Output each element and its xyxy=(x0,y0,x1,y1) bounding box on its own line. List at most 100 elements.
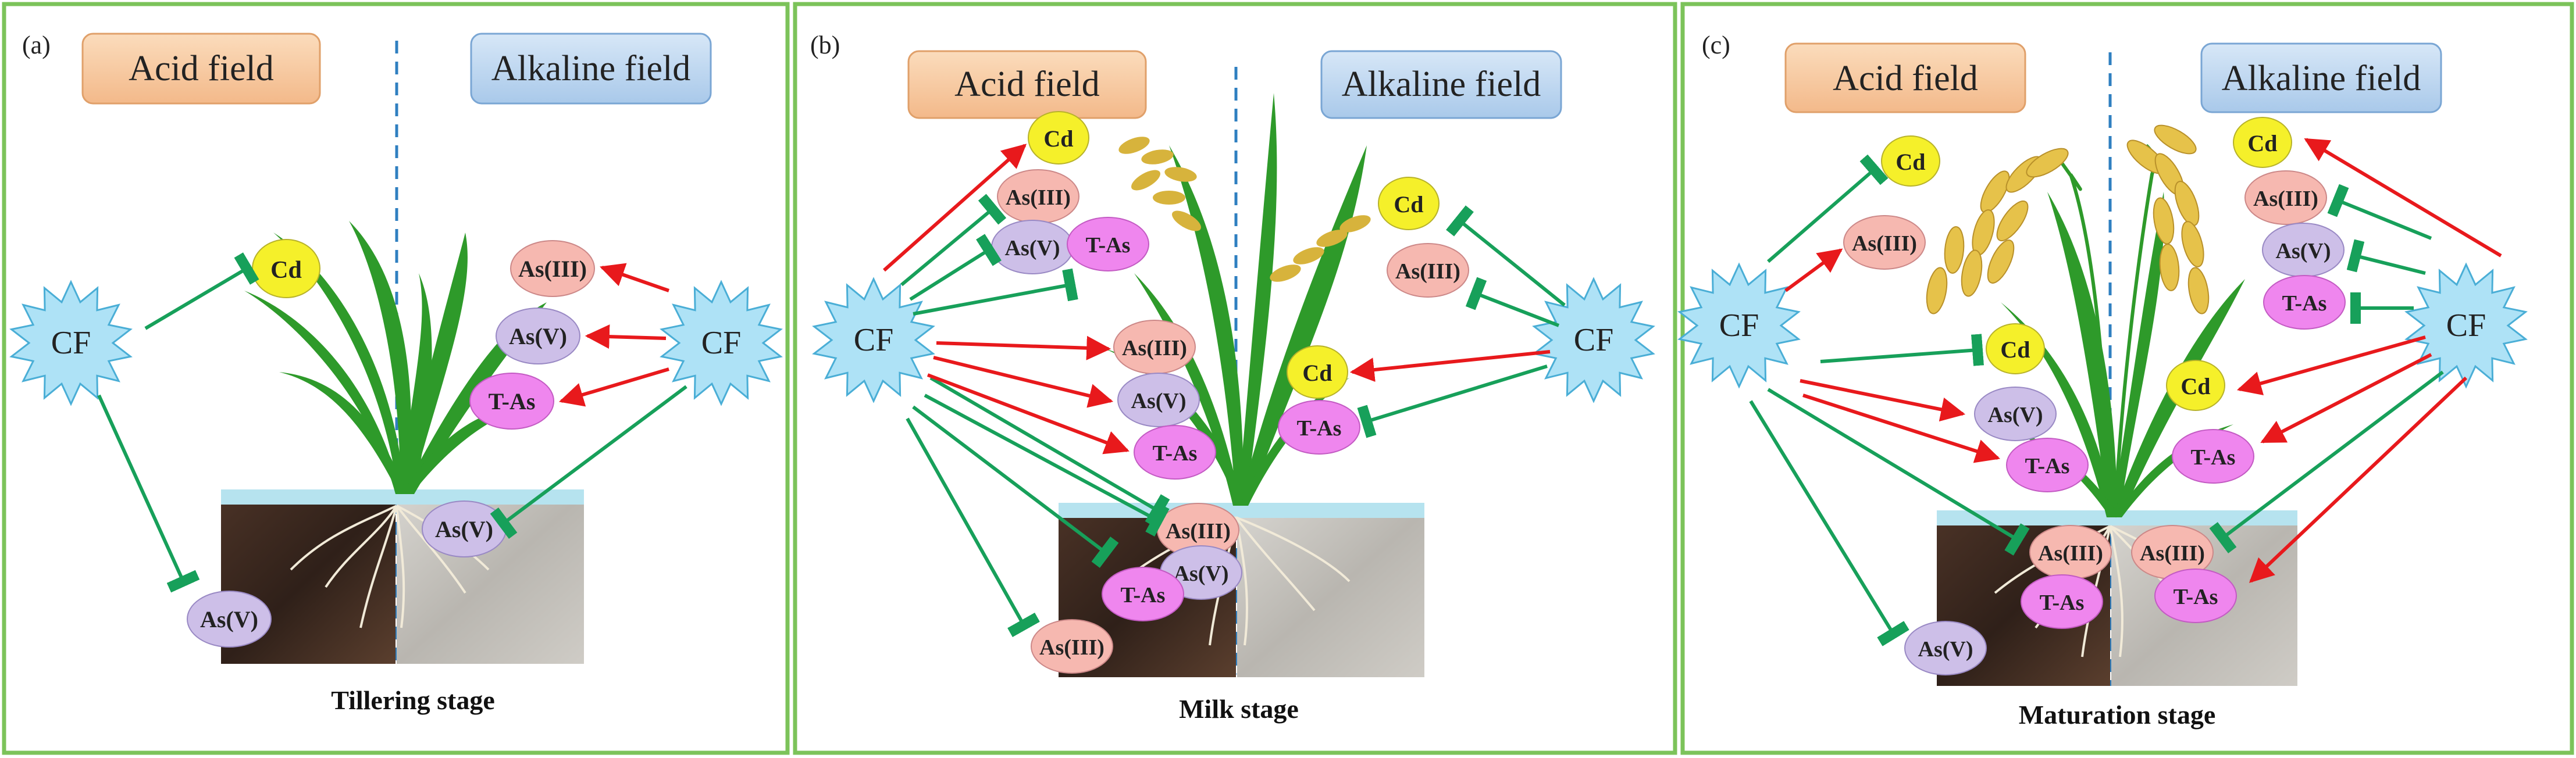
svg-text:Cd: Cd xyxy=(2180,373,2210,399)
acid-field-label: Acid field xyxy=(129,49,274,88)
svg-text:As(III): As(III) xyxy=(1395,259,1460,284)
svg-text:As(III): As(III) xyxy=(2253,187,2318,211)
svg-text:Cd: Cd xyxy=(2000,337,2030,363)
promote-arrows xyxy=(1784,138,2502,583)
grains xyxy=(1926,124,2210,314)
svg-text:As(III): As(III) xyxy=(518,256,587,282)
acid-field-label: Acid field xyxy=(954,65,1100,104)
svg-text:As(III): As(III) xyxy=(2140,541,2205,566)
svg-text:T-As: T-As xyxy=(489,388,536,414)
svg-text:As(V): As(V) xyxy=(509,323,567,349)
cf-label: CF xyxy=(51,325,91,361)
svg-text:T-As: T-As xyxy=(1121,583,1166,607)
tas-bubble: T-As xyxy=(1067,217,1149,271)
cd-stem-alkaline-bubble: Cd xyxy=(1287,345,1348,399)
svg-text:As(V): As(V) xyxy=(1988,403,2043,427)
stage-label: Tillering stage xyxy=(331,685,495,715)
as5-stem-bubble: As(V) xyxy=(1974,387,2057,441)
svg-text:Cd: Cd xyxy=(2247,130,2277,156)
soil-as5-alkaline-bubble: As(V) xyxy=(422,500,507,557)
alkaline-field-header: Alkaline field xyxy=(1320,50,1562,119)
svg-text:As(V): As(V) xyxy=(2276,239,2331,263)
as3-root-alkaline-bubble: As(III) xyxy=(2131,525,2214,580)
soil-block xyxy=(1937,510,2297,686)
panicle xyxy=(1118,137,1371,282)
alkaline-field-label: Alkaline field xyxy=(491,49,691,88)
cf-label: CF xyxy=(1719,308,1759,344)
cd-bubble-alkaline: Cd xyxy=(2233,117,2292,168)
cf-starburst-right: CF xyxy=(660,280,783,406)
svg-text:As(III): As(III) xyxy=(1122,336,1187,360)
inhibit-arrows xyxy=(1749,154,2444,646)
svg-text:T-As: T-As xyxy=(2191,445,2236,470)
as3-root-bubble: As(III) xyxy=(2029,525,2112,580)
as3-stem-bubble: As(III) xyxy=(1113,320,1196,374)
svg-text:T-As: T-As xyxy=(2282,291,2327,316)
stage-label: Maturation stage xyxy=(2019,700,2216,730)
acid-field-header: Acid field xyxy=(1784,42,2026,113)
svg-text:As(V): As(V) xyxy=(1174,562,1229,586)
soil-block xyxy=(221,489,584,664)
as3-bubble: As(III) xyxy=(1843,215,1926,270)
panel-label: (c) xyxy=(1702,31,1730,59)
cf-label: CF xyxy=(1574,322,1614,358)
cd-stem-alkaline-bubble: Cd xyxy=(2166,360,2225,411)
svg-text:As(V): As(V) xyxy=(1131,389,1187,413)
alkaline-field-header: Alkaline field xyxy=(470,33,712,105)
svg-text:Cd: Cd xyxy=(1043,126,1073,152)
cd-bubble: Cd xyxy=(1881,135,1940,187)
panel-a: (a) Acid field Alkaline field xyxy=(2,2,790,755)
as5-bubble: As(V) xyxy=(496,308,580,364)
alkaline-field-header: Alkaline field xyxy=(2200,42,2442,113)
tas-stem-bubble: T-As xyxy=(2006,438,2089,492)
cf-label: CF xyxy=(854,322,894,358)
cd-bubble-alkaline: Cd xyxy=(1378,177,1440,230)
cf-label: CF xyxy=(2446,308,2486,344)
alkaline-field-label: Alkaline field xyxy=(1342,65,1541,104)
cd-bubble: Cd xyxy=(1028,111,1089,165)
stage-label: Milk stage xyxy=(1179,694,1299,724)
tas-bubble: T-As xyxy=(469,373,554,430)
svg-text:T-As: T-As xyxy=(2174,585,2218,609)
promote-arrows xyxy=(558,263,669,407)
inhibit-arrows xyxy=(97,252,687,593)
svg-text:As(V): As(V) xyxy=(435,516,493,542)
panel-label: (b) xyxy=(810,31,840,59)
svg-text:T-As: T-As xyxy=(2025,454,2070,478)
tas-stem-alkaline-bubble: T-As xyxy=(1278,400,1360,455)
tas-stem-alkaline-bubble: T-As xyxy=(2172,429,2254,484)
svg-text:As(III): As(III) xyxy=(1852,231,1917,256)
svg-text:Cd: Cd xyxy=(270,257,302,284)
cd-stem-bubble: Cd xyxy=(1986,323,2045,374)
acid-field-label: Acid field xyxy=(1833,59,1978,98)
svg-text:T-As: T-As xyxy=(1297,416,1342,441)
tas-root-alkaline-bubble: T-As xyxy=(2154,568,2237,623)
svg-text:As(III): As(III) xyxy=(1006,185,1071,210)
cf-starburst-left: CF xyxy=(1677,262,1801,389)
tas-stem-bubble: T-As xyxy=(1134,425,1216,480)
svg-text:As(V): As(V) xyxy=(200,606,258,632)
as5-stem-bubble: As(V) xyxy=(1117,373,1200,427)
as5-bubble-alkaline: As(V) xyxy=(2262,223,2345,277)
as5-soil-bubble: As(V) xyxy=(1904,621,1987,675)
svg-text:T-As: T-As xyxy=(2040,591,2085,615)
cd-bubble: Cd xyxy=(252,239,320,298)
svg-text:As(III): As(III) xyxy=(1166,519,1231,544)
svg-text:As(V): As(V) xyxy=(1918,637,1973,662)
svg-text:As(V): As(V) xyxy=(1005,236,1060,260)
svg-text:Cd: Cd xyxy=(1302,360,1332,386)
svg-text:Cd: Cd xyxy=(1394,191,1423,217)
cf-starburst-right: CF xyxy=(2404,262,2528,389)
cf-starburst-left: CF xyxy=(9,280,133,406)
svg-text:Cd: Cd xyxy=(1896,149,1925,175)
panel-label: (a) xyxy=(22,31,51,59)
as3-soil-bubble: As(III) xyxy=(1031,619,1113,674)
as3-bubble: As(III) xyxy=(997,169,1079,224)
soil-as5-acid-bubble: As(V) xyxy=(187,591,272,648)
svg-text:T-As: T-As xyxy=(1086,233,1131,258)
cf-starburst-right: CF xyxy=(1532,277,1655,403)
inhibit-arrows xyxy=(900,194,1566,638)
as3-bubble-alkaline: As(III) xyxy=(1387,243,1469,298)
alkaline-field-label: Alkaline field xyxy=(2222,59,2421,98)
